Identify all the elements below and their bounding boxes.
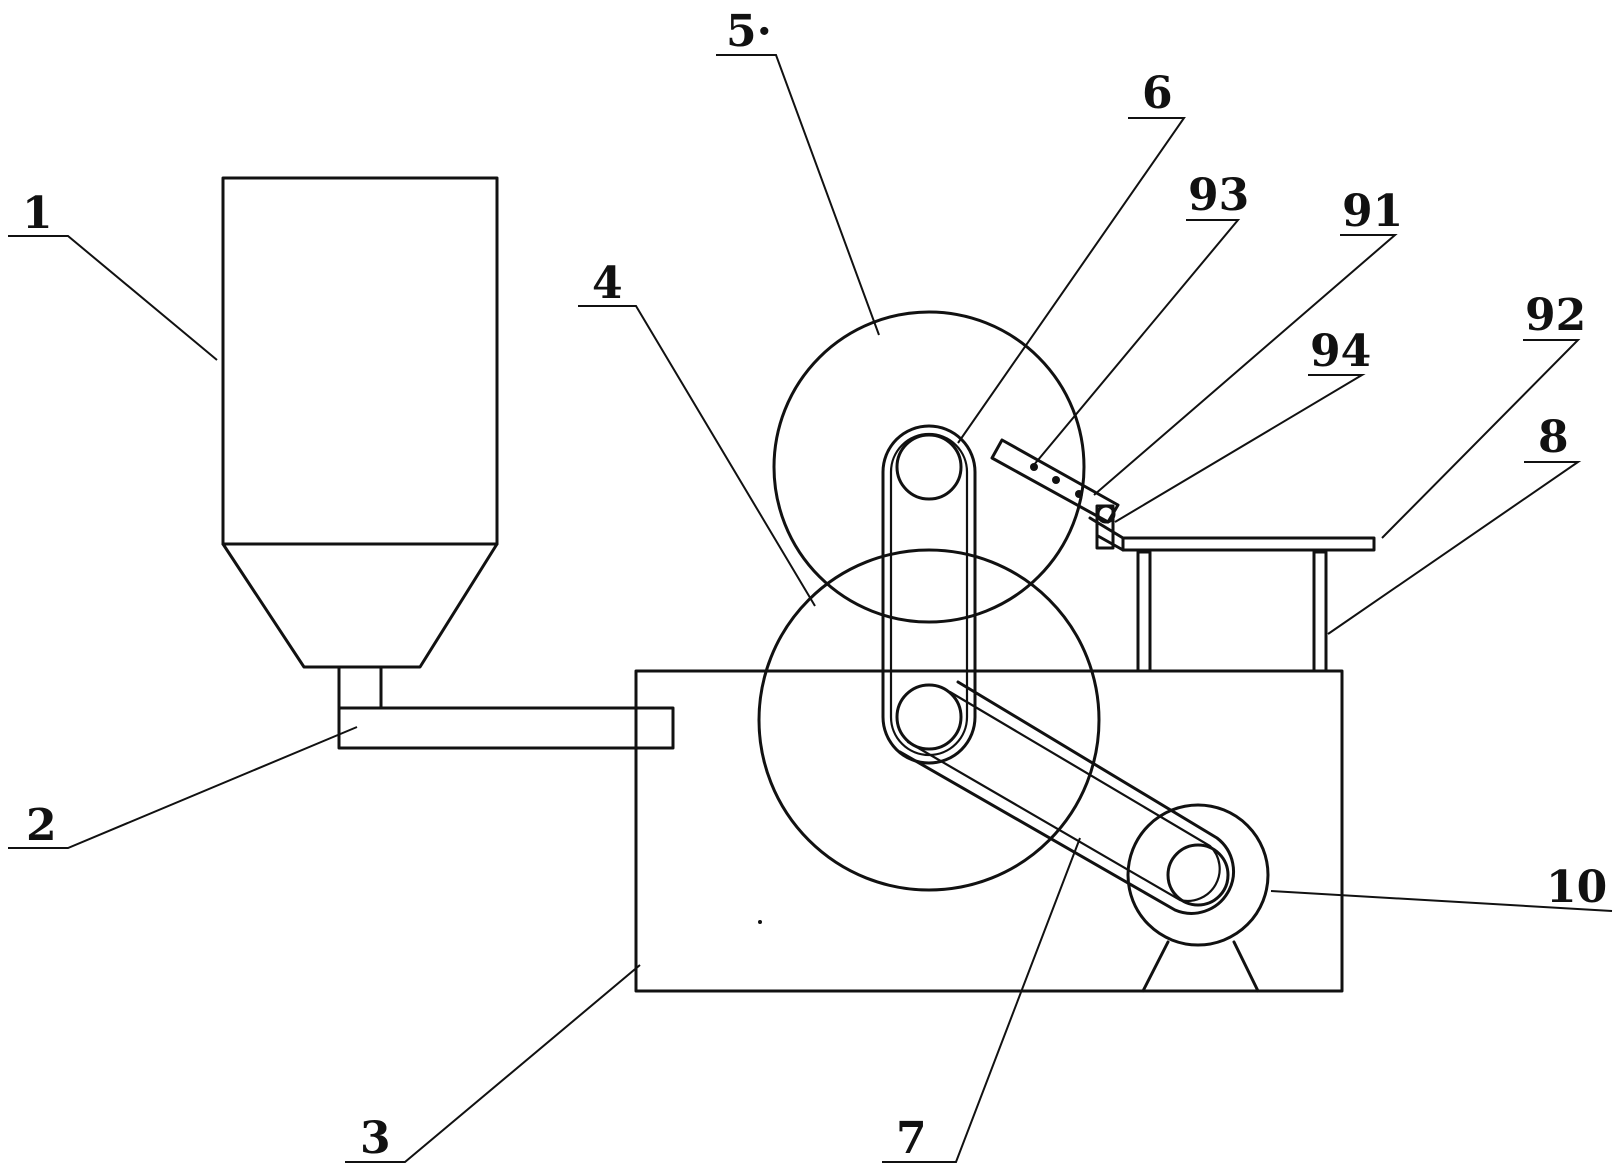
frame-leg-right: [1312, 550, 1328, 673]
leader-91: [1093, 234, 1398, 496]
leader-93: [1032, 219, 1241, 467]
leader-92: [1381, 339, 1581, 539]
motor: [1126, 803, 1270, 993]
callout-10: 10: [1546, 862, 1607, 913]
callout-1: 1: [22, 188, 53, 239]
leader-2: [8, 726, 358, 849]
hopper: [221, 176, 499, 669]
platform-plate: [1121, 536, 1376, 552]
motor-pulley: [1166, 843, 1230, 907]
platform-arm-lower: [1096, 534, 1125, 552]
callout-labels: 1 2 3 4 5· 6 7 8 10 91 92 93 94: [22, 6, 1607, 1164]
blade-hole-1: [1030, 463, 1038, 471]
feed-pipe: [337, 665, 675, 750]
blade-hole-3: [1075, 490, 1083, 498]
motor-stand-left: [1141, 940, 1170, 993]
motor-stand-right: [1232, 940, 1260, 993]
upper-pulley: [895, 433, 963, 501]
scraper-assembly: [990, 438, 1120, 550]
scraper-frame: [1088, 516, 1376, 673]
motor-housing: [1126, 803, 1270, 947]
leader-8: [1327, 461, 1582, 635]
callout-92: 92: [1525, 290, 1586, 341]
lower-pulley: [895, 683, 963, 751]
base-box: [634, 669, 1344, 993]
base-dot: [758, 920, 762, 924]
leader-4: [578, 305, 816, 607]
leader-10: [1270, 890, 1613, 912]
leader-3: [345, 964, 641, 1163]
callout-2: 2: [26, 800, 57, 851]
callout-7: 7: [896, 1113, 927, 1164]
callout-3: 3: [360, 1113, 391, 1164]
callout-8: 8: [1538, 412, 1569, 463]
leader-94: [1114, 374, 1366, 523]
diagonal-belt-outer: [898, 680, 1235, 915]
feed-pipe-horizontal: [337, 706, 675, 750]
callout-4: 4: [592, 258, 623, 309]
callout-6: 6: [1142, 68, 1173, 119]
vertical-belt-inner: [889, 432, 969, 757]
callout-94: 94: [1310, 326, 1371, 377]
leader-6: [957, 117, 1186, 444]
leader-1: [8, 235, 218, 361]
diagonal-belt: [898, 680, 1235, 915]
lower-roller: [757, 548, 1101, 892]
callout-93: 93: [1188, 170, 1249, 221]
hopper-cone: [221, 542, 499, 669]
leader-7: [882, 837, 1081, 1163]
frame-leg-left: [1136, 550, 1152, 673]
hopper-body: [221, 176, 499, 546]
callout-91: 91: [1342, 186, 1403, 237]
diagonal-belt-inner: [906, 690, 1221, 903]
upper-roller: [772, 310, 1086, 624]
pivot-pin: [1096, 504, 1116, 524]
leader-5: [716, 54, 880, 336]
callout-5: 5·: [726, 6, 772, 57]
blade-hole-2: [1052, 476, 1060, 484]
vertical-belt: [881, 424, 977, 765]
leader-lines: [8, 54, 1613, 1163]
